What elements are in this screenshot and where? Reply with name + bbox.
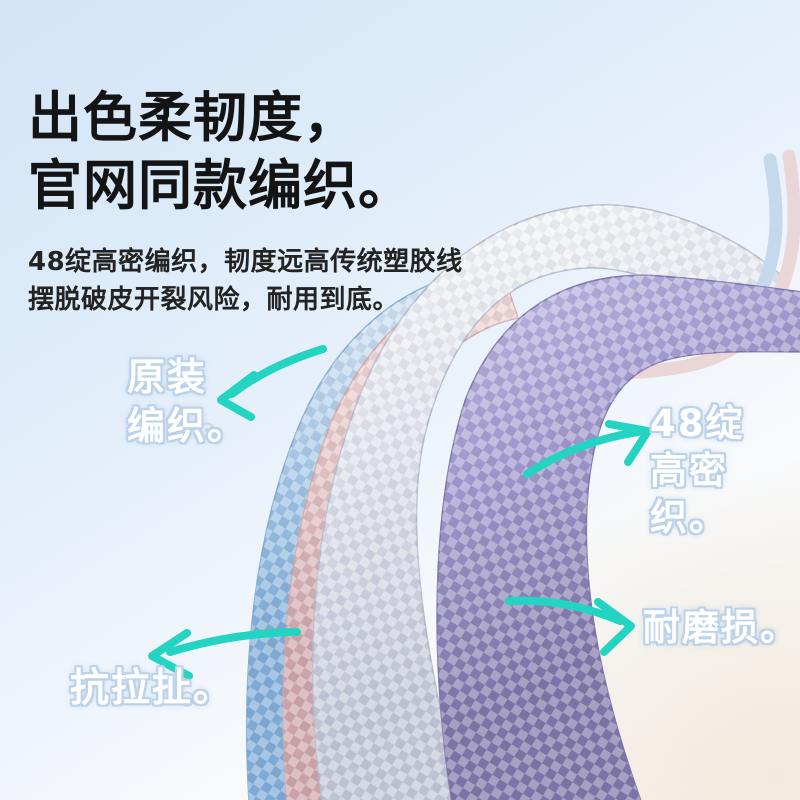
subheadline: 48绽高密编织，韧度远高传统塑胶线 摆脱破皮开裂风险，耐用到底。: [28, 243, 463, 319]
braided-cables: [245, 204, 783, 800]
purple-cable-weave-texture: [437, 275, 800, 800]
callout-high-density: 48绽 高密织。: [650, 400, 800, 541]
callout-original-braid-line2: 编织。: [127, 404, 248, 448]
ring-icon: [179, 691, 195, 707]
ring-icon: [199, 422, 215, 438]
arrow-right-icon: [505, 596, 635, 656]
callout-pull-resistant: 抗拉扯。: [70, 666, 234, 712]
callout-high-density-line2: 高密织。: [650, 449, 728, 539]
callout-arrows: [148, 345, 652, 680]
callout-pull-resistant-line1: 抗拉扯。: [70, 666, 235, 711]
arrow-down-left-icon: [217, 345, 327, 421]
subheadline-line2: 摆脱破皮开裂风险，耐用到底。: [28, 285, 400, 315]
subheadline-line1: 48绽高密编织，韧度远高传统塑胶线: [28, 247, 463, 277]
callout-wear-resistant-line1: 耐磨损。: [643, 606, 799, 649]
purple-cable-group: [436, 274, 800, 800]
headline-line1: 出色柔韧度，: [28, 86, 358, 149]
callout-high-density-line1: 48绽: [650, 402, 745, 445]
arrow-left-icon: [148, 628, 301, 680]
ring-decorations: [179, 422, 215, 707]
headline: 出色柔韧度， 官网同款编织。: [28, 84, 413, 220]
callout-wear-resistant: 耐磨损。: [643, 606, 799, 650]
arrow-up-right-icon: [523, 420, 652, 478]
callout-original-braid: 原装 编织。: [127, 353, 247, 451]
gray-white-cable-weave-texture: [312, 204, 782, 800]
headline-line2: 官网同款编织。: [28, 154, 413, 217]
callout-original-braid-line1: 原装: [127, 355, 208, 399]
